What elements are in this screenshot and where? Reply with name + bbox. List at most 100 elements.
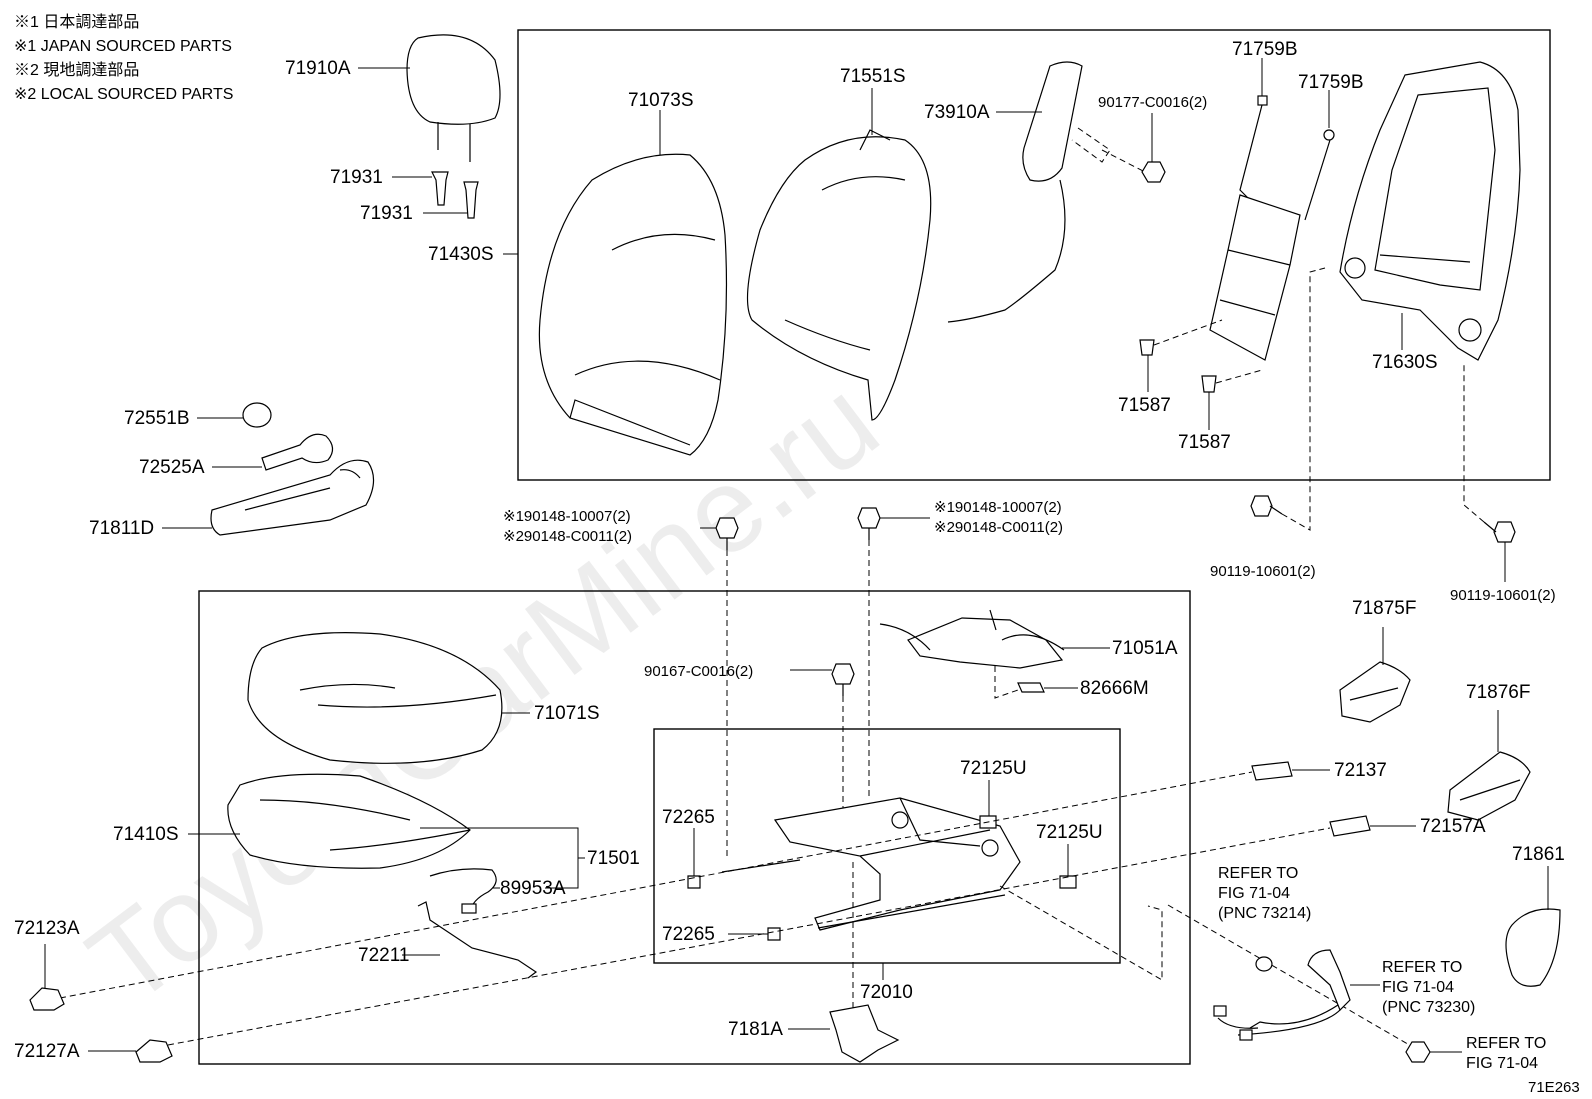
dash-71587 — [1153, 319, 1263, 384]
cover-72127A-part — [135, 1039, 173, 1063]
label-7181A: 7181A — [728, 1019, 783, 1040]
label-90167: 90167-C0016(2) — [644, 663, 753, 680]
label-71811D: 71811D — [89, 518, 154, 539]
nut-90177-part — [1141, 161, 1166, 183]
label-82666M: 82666M — [1080, 678, 1149, 699]
label-72125U-1: 72125U — [960, 758, 1027, 779]
clip-71587-part — [1139, 339, 1217, 393]
label-72127A: 72127A — [14, 1041, 80, 1062]
dash-72123A — [59, 771, 1253, 999]
label-71430S: 71430S — [428, 244, 494, 265]
label-71861: 71861 — [1512, 844, 1565, 865]
lumbar-support-part — [1209, 95, 1331, 361]
dash-reference-nut — [1167, 904, 1419, 1051]
ref3-line1: REFER TO — [1466, 1035, 1546, 1052]
label-71071S: 71071S — [534, 703, 600, 724]
lumbar-clip-part — [1323, 129, 1335, 141]
label-72211: 72211 — [358, 945, 409, 966]
recliner-cover-part — [210, 459, 375, 536]
label-90119a: 90119-10601(2) — [1210, 563, 1316, 580]
label-71910A: 71910A — [285, 58, 351, 79]
figure-code: 71E263 — [1528, 1079, 1580, 1096]
label-72010: 72010 — [860, 982, 913, 1003]
note-line-3: ※2 現地調達部品 — [14, 61, 139, 79]
label-71587a: 71587 — [1118, 395, 1171, 416]
seatback-cover-part — [538, 153, 728, 456]
label-71051A: 71051A — [1112, 638, 1178, 659]
harness-89953A-part — [429, 868, 497, 914]
label-71876F: 71876F — [1466, 682, 1530, 703]
bolt-90119-right-part — [1483, 521, 1516, 543]
ref3-line2: FIG 71-04 — [1466, 1055, 1538, 1072]
label-90148R1: ※190148-10007(2) — [934, 499, 1062, 516]
label-72123A: 72123A — [14, 918, 80, 939]
seatback-group-box — [517, 29, 1551, 481]
label-73910A: 73910A — [924, 102, 990, 123]
adjuster-group-box — [653, 728, 1121, 964]
note-line-2: ※1 JAPAN SOURCED PARTS — [14, 38, 232, 55]
label-90148L1: ※190148-10007(2) — [503, 508, 631, 525]
label-71073S: 71073S — [628, 90, 694, 111]
note-line-4: ※2 LOCAL SOURCED PARTS — [14, 86, 233, 103]
label-72125U-2: 72125U — [1036, 822, 1103, 843]
side-airbag-part — [947, 61, 1111, 323]
label-71630S: 71630S — [1372, 352, 1438, 373]
bracket-7181A-part — [829, 1004, 900, 1063]
label-90148R2: ※290148-C0011(2) — [934, 519, 1063, 536]
seat-adjuster-part — [721, 797, 1021, 931]
cushion-group-box — [198, 590, 1191, 1065]
label-72157A: 72157A — [1420, 816, 1486, 837]
label-89953A: 89953A — [500, 878, 566, 899]
knob-part — [242, 402, 272, 428]
dash-82666M — [994, 666, 1019, 699]
label-71931a: 71931 — [330, 167, 383, 188]
label-72265b: 72265 — [662, 924, 715, 945]
label-71501: 71501 — [587, 848, 640, 869]
connector-82666M-part — [1017, 682, 1045, 693]
dash-72127A — [167, 827, 1331, 1046]
dash-90119-right — [1463, 362, 1485, 523]
label-90148L2: ※290148-C0011(2) — [503, 528, 632, 545]
note-line-1: ※1 日本調達部品 — [14, 13, 139, 31]
label-90177: 90177-C0016(2) — [1098, 94, 1207, 111]
label-71759B-1: 71759B — [1232, 39, 1298, 60]
ref1-line1: REFER TO — [1218, 865, 1298, 882]
ref1-line3: (PNC 73214) — [1218, 905, 1311, 922]
label-72265a: 72265 — [662, 807, 715, 828]
cushion-cover-part — [247, 632, 503, 764]
label-71875F: 71875F — [1352, 598, 1416, 619]
ref1-line2: FIG 71-04 — [1218, 885, 1290, 902]
dash-90119-left — [1281, 267, 1326, 531]
seat-wire-part — [417, 901, 538, 979]
reference-nut-part — [1405, 1041, 1431, 1063]
dash-adjuster-ref — [999, 885, 1163, 981]
ref2-line3: (PNC 73230) — [1382, 999, 1475, 1016]
nut-90167-part — [831, 663, 855, 696]
track-cover-72157A-part — [1329, 815, 1371, 837]
outer-cover-71876F-part — [1447, 751, 1531, 821]
outer-cover-71875F-part — [1339, 661, 1411, 723]
cushion-pad-part — [227, 773, 471, 869]
cover-71861-part — [1505, 908, 1561, 987]
label-71551S: 71551S — [840, 66, 906, 87]
clip-72265-part — [687, 875, 781, 941]
seatback-pad-part — [746, 129, 932, 421]
bolt-90148-right-part — [857, 507, 881, 540]
label-90119b: 90119-10601(2) — [1450, 587, 1556, 604]
label-71931b: 71931 — [360, 203, 413, 224]
seatback-frame-part — [1339, 61, 1521, 361]
bolt-90119-left-part — [1250, 495, 1283, 517]
dash-90177 — [1101, 149, 1146, 173]
lifter-part — [879, 609, 1065, 669]
label-71410S: 71410S — [113, 824, 179, 845]
cover-72123A-part — [29, 987, 65, 1011]
headrest-part — [406, 34, 501, 162]
label-71587b: 71587 — [1178, 432, 1231, 453]
leader-71501 — [420, 827, 579, 889]
ref2-line2: FIG 71-04 — [1382, 979, 1454, 996]
label-72525A: 72525A — [139, 457, 205, 478]
label-71759B-2: 71759B — [1298, 72, 1364, 93]
lever-part — [261, 433, 334, 471]
